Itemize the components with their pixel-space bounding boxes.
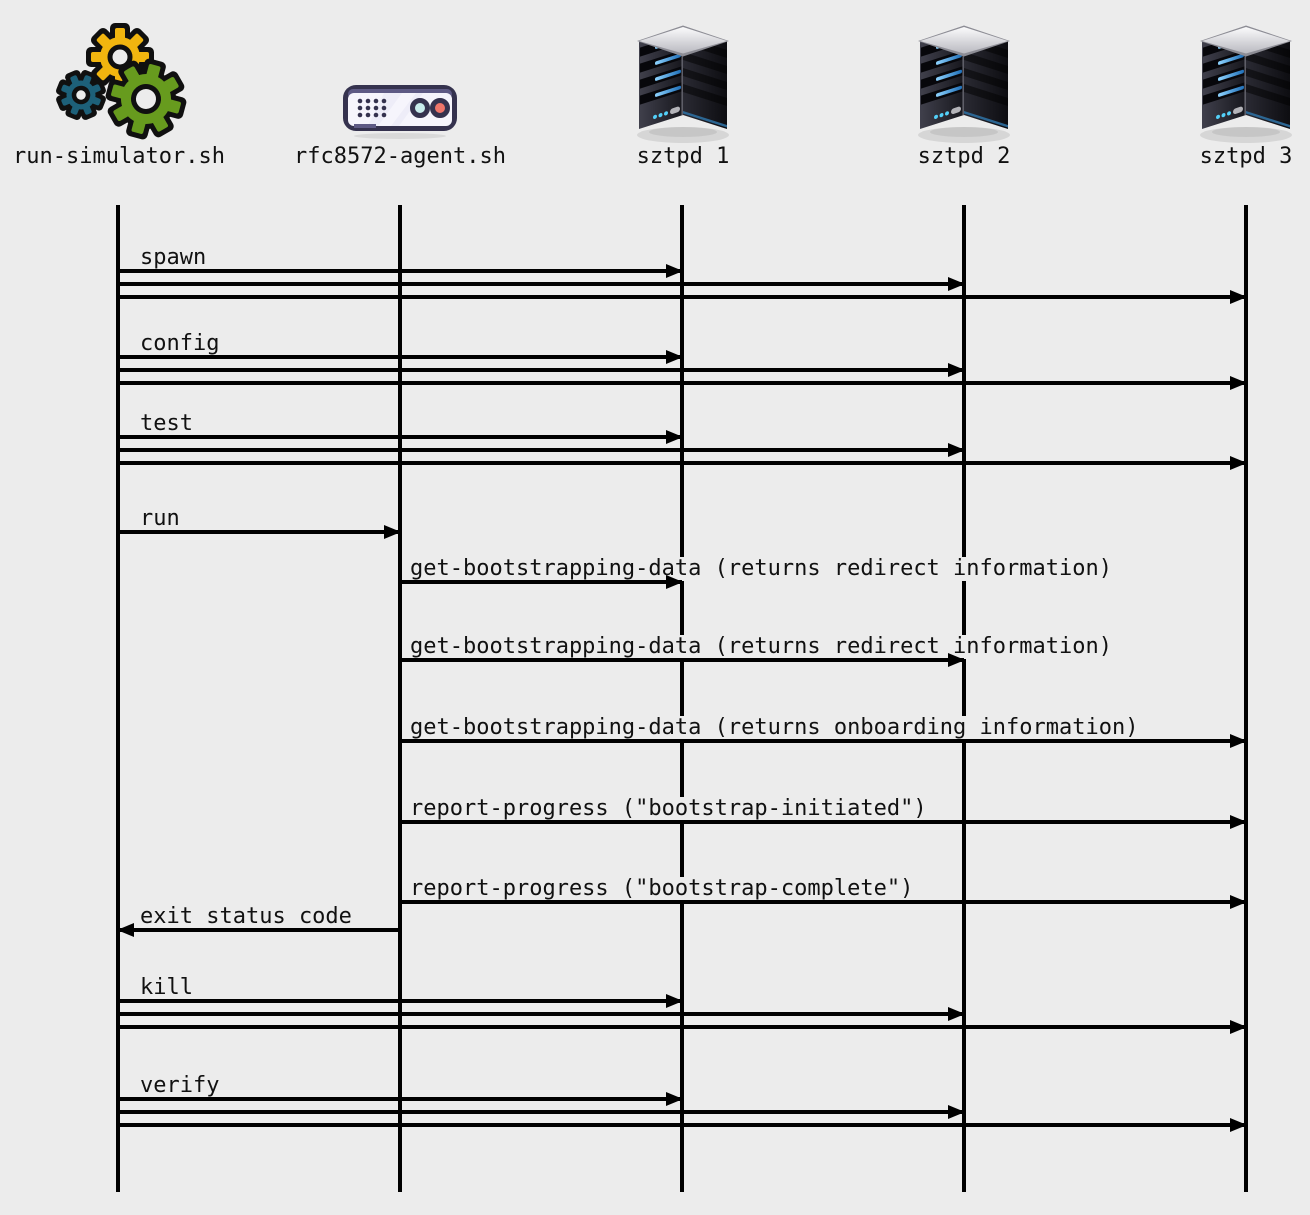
actor-label-sztpd-3: sztpd 3 <box>1199 144 1293 169</box>
lifeline-sztpd-1 <box>680 205 684 1192</box>
lifeline-run-simulator <box>116 205 120 1192</box>
message-arrow-kill-sztpd3 <box>118 1025 1246 1029</box>
message-label-run: run <box>138 507 185 531</box>
server-icon <box>910 8 1018 148</box>
message-label-get-bootstrapping-data-2: get-bootstrapping-data (returns redirect… <box>408 635 1117 659</box>
actor-label-rfc8572-agent: rfc8572-agent.sh <box>294 144 506 169</box>
message-arrow-spawn-sztpd1 <box>118 269 682 273</box>
message-arrow-spawn-sztpd2 <box>118 282 964 286</box>
message-arrow-get-bootstrapping-data-1 <box>400 580 682 584</box>
message-arrow-verify-sztpd3 <box>118 1123 1246 1127</box>
message-label-report-progress-initiated: report-progress ("bootstrap-initiated") <box>408 797 932 821</box>
message-arrow-verify-sztpd1 <box>118 1097 682 1101</box>
message-arrow-kill-sztpd2 <box>118 1012 964 1016</box>
actor-label-sztpd-2: sztpd 2 <box>917 144 1011 169</box>
message-arrow-kill-sztpd1 <box>118 999 682 1003</box>
message-label-kill: kill <box>138 976 198 1000</box>
message-label-verify: verify <box>138 1074 225 1098</box>
message-arrow-test-sztpd2 <box>118 448 964 452</box>
lifeline-sztpd-3 <box>1244 205 1248 1192</box>
message-arrow-config-sztpd1 <box>118 355 682 359</box>
message-arrow-test-sztpd3 <box>118 461 1246 465</box>
message-label-get-bootstrapping-data-3: get-bootstrapping-data (returns onboardi… <box>408 716 1144 740</box>
message-label-spawn: spawn <box>138 246 212 270</box>
message-arrow-get-bootstrapping-data-3 <box>400 739 1246 743</box>
message-label-get-bootstrapping-data-1: get-bootstrapping-data (returns redirect… <box>408 557 1117 581</box>
server-icon <box>1192 8 1300 148</box>
message-arrow-verify-sztpd2 <box>118 1110 964 1114</box>
message-label-report-progress-complete: report-progress ("bootstrap-complete") <box>408 877 919 901</box>
message-arrow-config-sztpd3 <box>118 381 1246 385</box>
appliance-icon <box>343 85 457 139</box>
actor-label-run-simulator: run-simulator.sh <box>13 144 225 169</box>
message-label-exit-status-code: exit status code <box>138 905 357 929</box>
actor-label-sztpd-1: sztpd 1 <box>636 144 730 169</box>
message-label-config: config <box>138 332 225 356</box>
message-arrow-config-sztpd2 <box>118 368 964 372</box>
message-arrow-spawn-sztpd3 <box>118 295 1246 299</box>
message-arrow-report-progress-initiated <box>400 820 1246 824</box>
message-arrow-run <box>118 530 400 534</box>
gears-icon <box>56 23 187 140</box>
message-arrow-test-sztpd1 <box>118 435 682 439</box>
message-arrow-report-progress-complete <box>400 900 1246 904</box>
message-label-test: test <box>138 412 198 436</box>
lifeline-sztpd-2 <box>962 205 966 1192</box>
lifeline-rfc8572-agent <box>398 205 402 1192</box>
server-icon <box>629 8 737 148</box>
message-arrow-get-bootstrapping-data-2 <box>400 658 964 662</box>
message-arrow-exit-status-code <box>118 928 400 932</box>
